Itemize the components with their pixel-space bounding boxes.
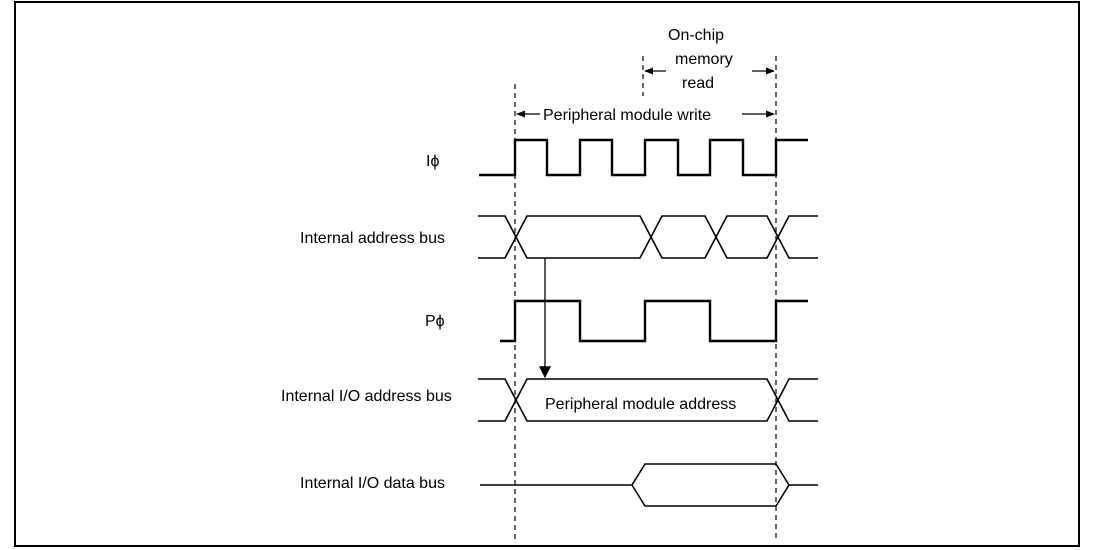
label-internal-address-bus: Internal address bus (300, 230, 445, 247)
label-internal-io-data-bus: Internal I/O data bus (300, 475, 445, 492)
p-phi-waveform (500, 299, 808, 343)
i-phi-waveform (479, 138, 808, 177)
io-address-content: Peripheral module address (545, 396, 736, 413)
internal-io-address-bus-waveform (478, 378, 818, 422)
internal-address-bus-waveform (478, 215, 818, 259)
onchip-label-line3: read (682, 75, 714, 92)
write-label: Peripheral module write (543, 107, 711, 124)
label-p-phi: Pϕ (425, 313, 445, 330)
onchip-label-line2: memory (675, 51, 733, 68)
diagram-frame (14, 1, 1080, 547)
internal-io-data-bus-waveform (480, 463, 818, 507)
label-i-phi: Iϕ (426, 153, 439, 170)
label-internal-io-address-bus: Internal I/O address bus (281, 388, 452, 405)
onchip-label-line1: On-chip (668, 27, 724, 44)
